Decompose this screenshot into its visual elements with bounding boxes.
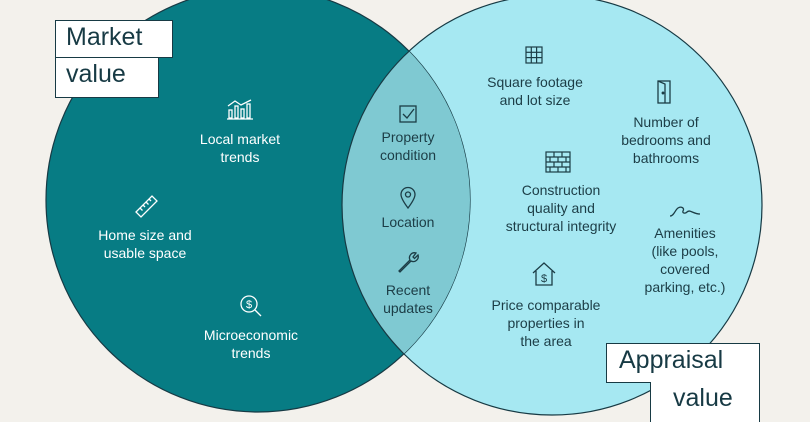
market-item-home-size: Home size and usable space [98,227,192,261]
dollar-magnifier-icon: $ [240,295,262,317]
market-item-microeconomic-trends: Microeconomic trends [203,327,299,361]
appraisal-item-amenities: Amenities (like pools, covered parking, … [644,225,726,295]
wrench-icon [398,252,419,273]
bar-chart-trend-icon [227,99,253,120]
appraisal-item-bedrooms-bathrooms: Number of bedrooms and bathrooms [621,114,711,166]
checkbox-icon [399,105,417,123]
location-pin-icon [400,186,416,210]
appraisal-item-construction-quality: Construction quality and structural inte… [505,182,617,234]
svg-text:$: $ [541,273,547,285]
svg-text:$: $ [246,299,252,311]
house-dollar-icon: $ [532,262,556,286]
shared-item-recent-updates: Recent updates [383,282,433,316]
market-title-line1: Market [55,20,173,58]
brick-wall-icon [545,151,571,173]
grid-icon [525,46,543,64]
appraisal-item-square-footage: Square footage and lot size [487,74,583,108]
appraisal-item-price-comparable: Price comparable properties in the area [491,297,601,349]
shared-item-property-condition: Property condition [379,129,437,163]
market-title-line2: value [55,58,159,98]
wave-icon [669,206,701,217]
ruler-icon [135,195,158,218]
market-item-local-market-trends: Local market trends [199,131,281,165]
door-icon [657,80,671,104]
appraisal-title-line2: value [650,382,760,422]
appraisal-title-line1: Appraisal [606,343,760,383]
shared-item-location: Location [381,214,435,230]
